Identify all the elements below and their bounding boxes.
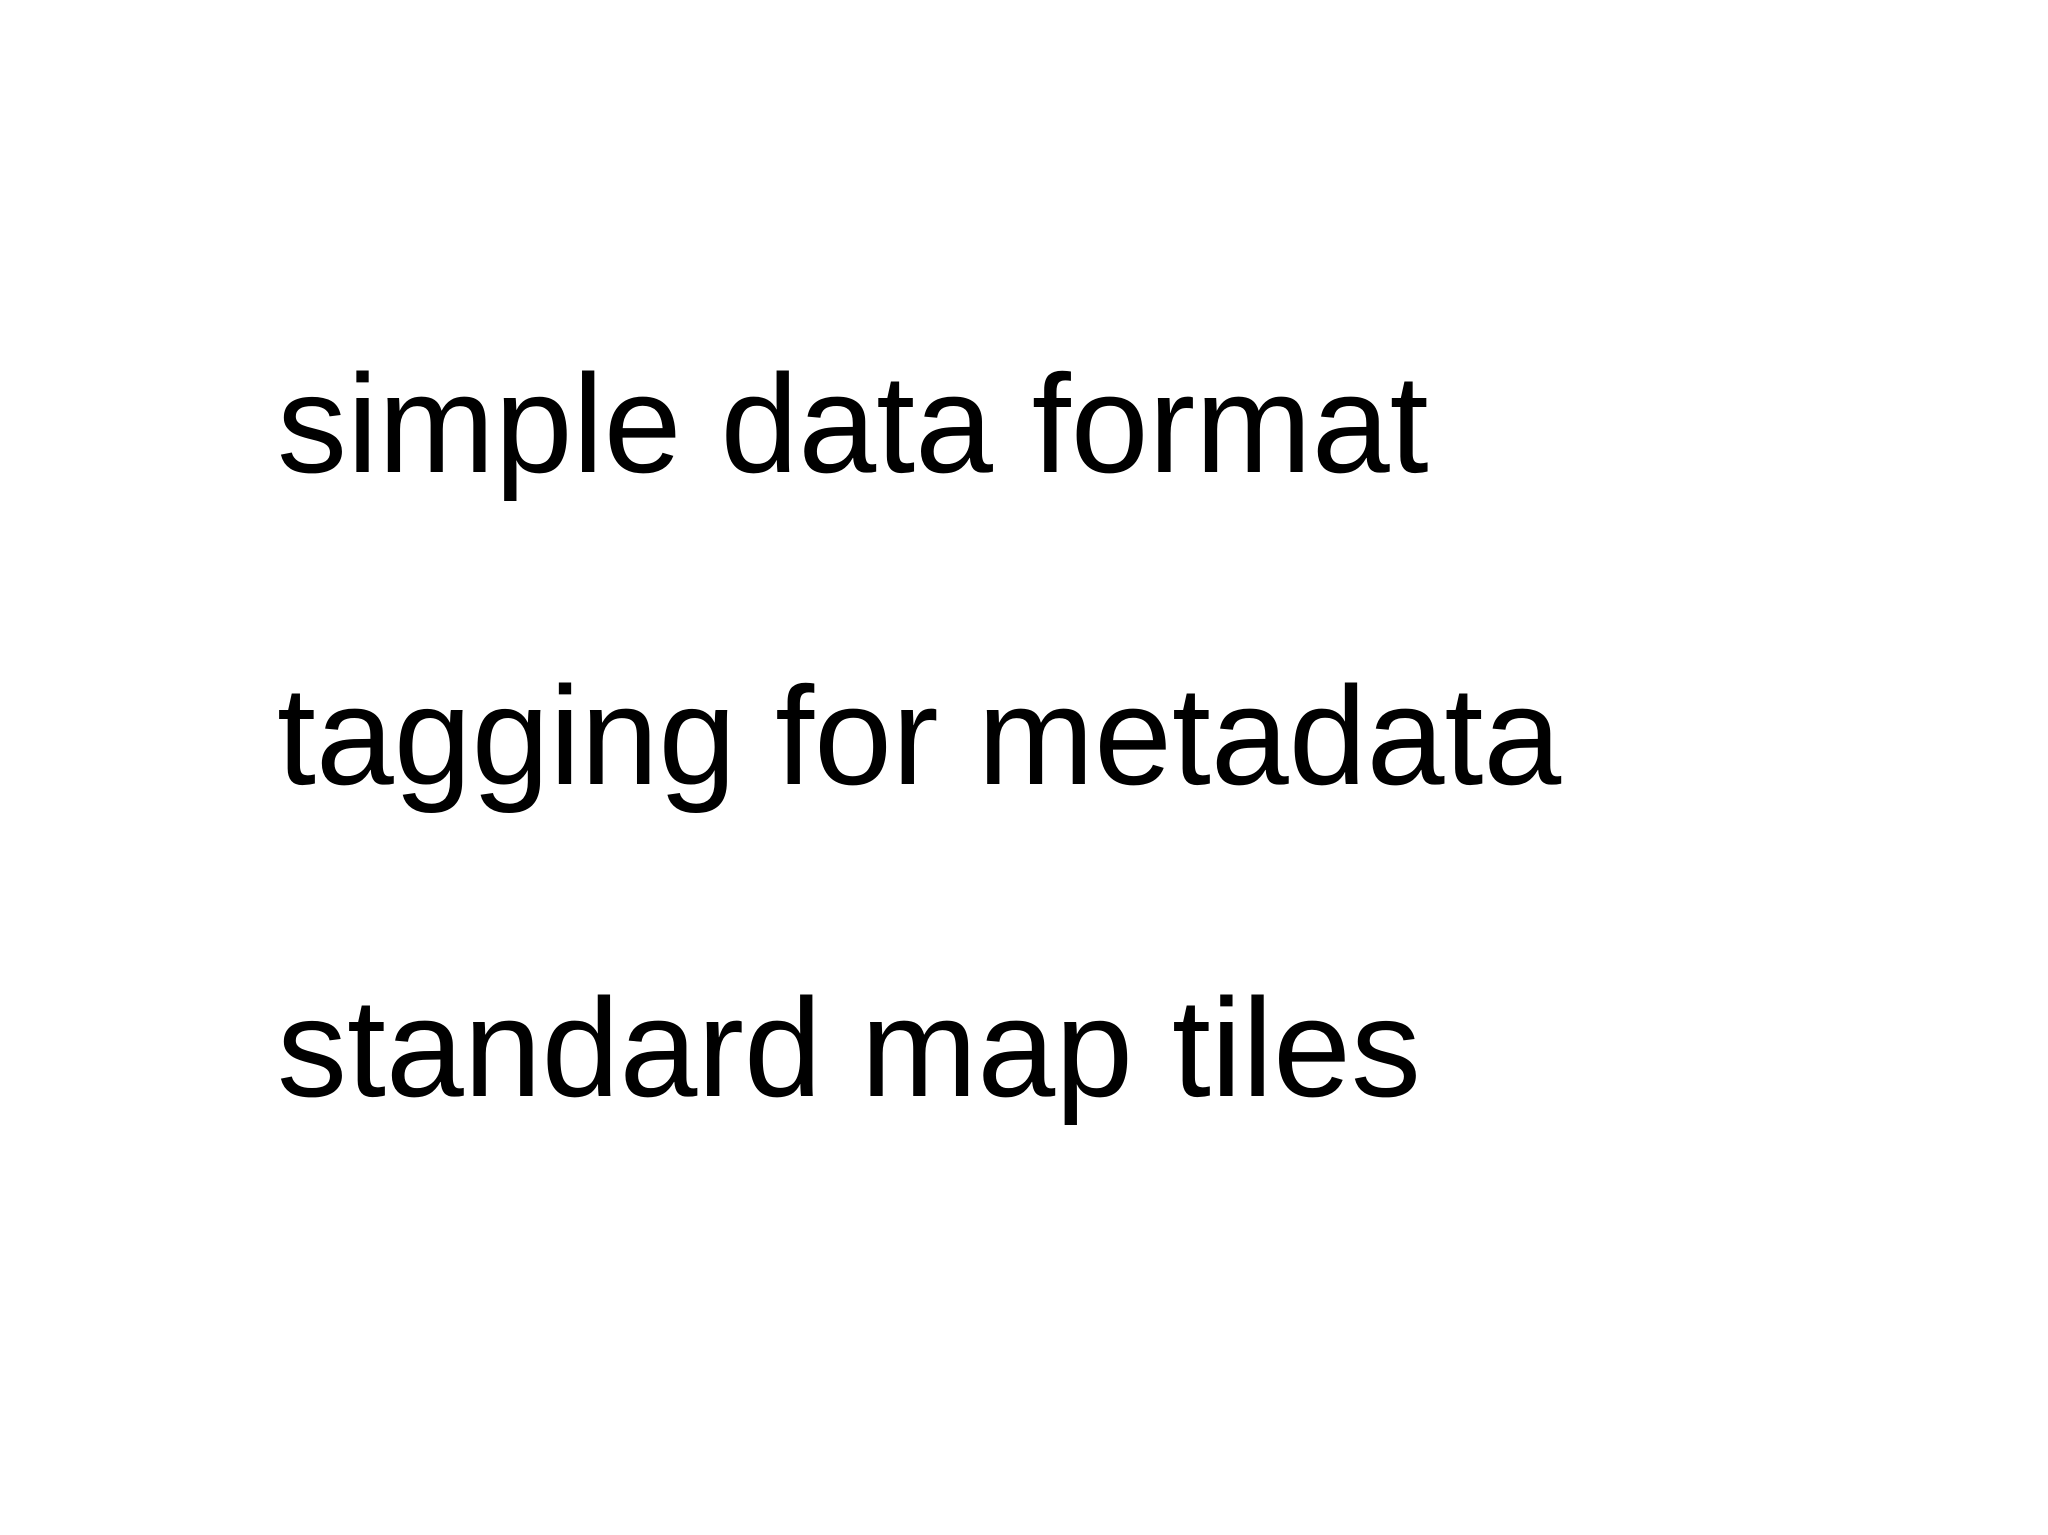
slide-line-simple-data-format: simple data format [277,345,1429,502]
slide-text-block: simple data format tagging for metadata … [277,268,1561,1204]
slide-line-tagging-for-metadata: tagging for metadata [277,657,1562,814]
slide-line-standard-map-tiles: standard map tiles [277,969,1421,1126]
